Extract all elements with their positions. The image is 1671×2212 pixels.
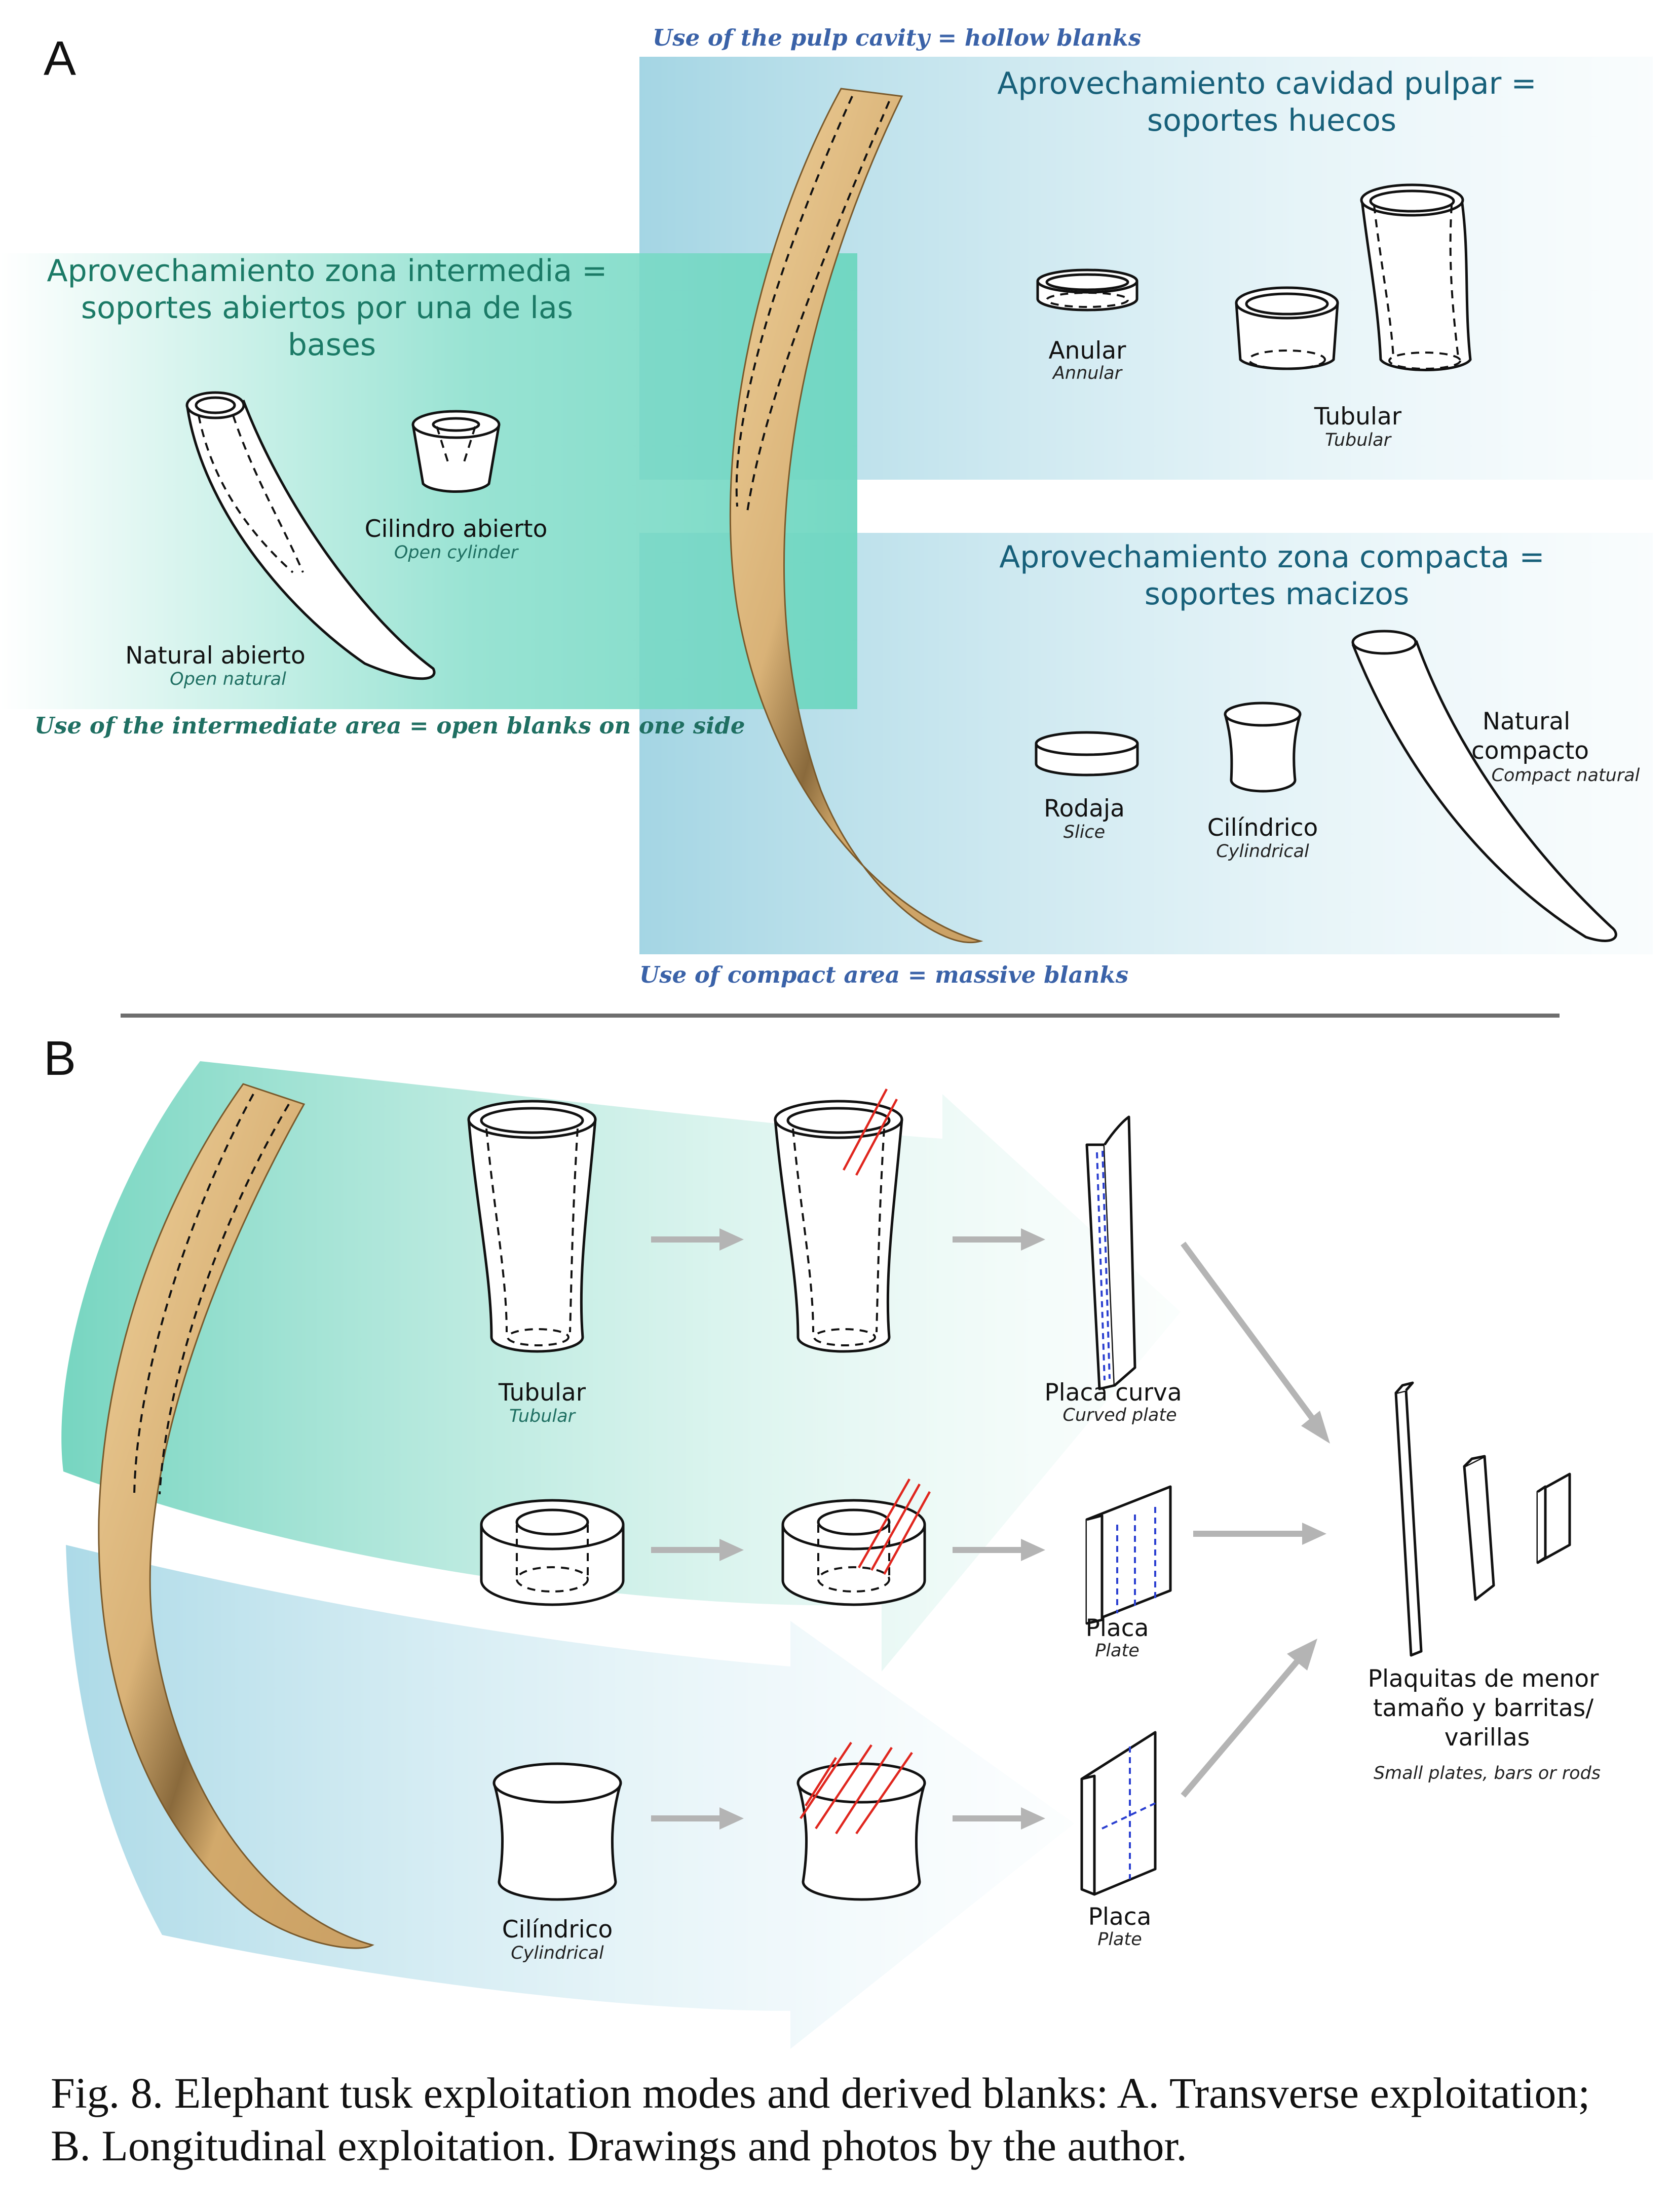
tubular-a-en-label: Tubular	[1325, 430, 1392, 450]
cylindrical-b-en-label: Cylindrical	[511, 1943, 604, 1963]
tubular-b-en-label: Tubular	[509, 1406, 577, 1426]
pulp-cavity-en-label: Use of the pulp cavity = hollow blanks	[653, 24, 1141, 51]
process-arrows-stage2	[953, 1228, 1045, 1830]
plate-1-en-label: Plate	[1095, 1641, 1140, 1661]
process-arrows-stage1	[651, 1228, 744, 1830]
tubular-b-label: Tubular	[498, 1379, 586, 1407]
plate-1-label: Placa	[1086, 1614, 1149, 1642]
intermediate-zone-title: Aprovechamiento zona intermedia = soport…	[47, 253, 617, 363]
slice-blank	[1035, 731, 1139, 777]
cylindrical-a-label: Cilíndrico	[1207, 814, 1318, 842]
curved-plate-blank	[1085, 1115, 1136, 1390]
curved-plate-label: Placa curva	[1044, 1379, 1182, 1407]
cylindrical-blank-a	[1224, 702, 1302, 793]
caption-line-2: B. Longitudinal exploitation. Drawings a…	[51, 2121, 1187, 2170]
slice-label: Rodaja	[1044, 795, 1125, 823]
compact-natural-label: Natural compacto	[1471, 708, 1589, 765]
open-natural-en-label: Open natural	[170, 669, 286, 689]
tubular-short-blank	[1235, 286, 1339, 370]
curved-plate-en-label: Curved plate	[1062, 1405, 1176, 1425]
thick-ring-blank-b	[480, 1499, 625, 1606]
thick-ring-cut-blank-b	[781, 1478, 931, 1606]
plate-blank-2	[1080, 1731, 1157, 1896]
panel-b-letter: B	[44, 1031, 76, 1085]
pulp-zone-title: Aprovechamiento cavidad pulpar = soporte…	[997, 66, 1546, 138]
cylindrical-blank-b	[492, 1762, 622, 1901]
tubular-tall-blank	[1360, 183, 1472, 371]
caption-line-1: Fig. 8. Elephant tusk exploitation modes…	[51, 2069, 1590, 2117]
cylindrical-a-en-label: Cylindrical	[1216, 841, 1309, 862]
compact-natural-blank	[1351, 630, 1617, 942]
open-natural-blank	[185, 391, 436, 680]
plate-2-label: Placa	[1088, 1903, 1152, 1931]
cylindrical-b-label: Cilíndrico	[502, 1916, 613, 1944]
open-natural-label: Natural abierto	[125, 642, 305, 670]
open-cylinder-en-label: Open cylinder	[394, 542, 519, 563]
panel-a-letter: A	[44, 31, 76, 86]
small-pieces-en-label: Small plates, bars or rods	[1374, 1763, 1601, 1783]
figure-caption: Fig. 8. Elephant tusk exploitation modes…	[51, 2067, 1631, 2172]
tubular-cut-blank-b	[774, 1088, 903, 1353]
annular-blank	[1036, 268, 1138, 312]
small-plates-bars-rods	[1394, 1381, 1571, 1657]
tusk-photo-b	[98, 1083, 374, 1949]
tusk-photo-a	[729, 88, 983, 944]
anular-en-label: Annular	[1052, 363, 1123, 383]
open-cylinder-label: Cilindro abierto	[365, 515, 548, 543]
small-pieces-label: Plaquitas de menor tamaño y barritas/ va…	[1368, 1665, 1607, 1752]
tubular-blank-b	[467, 1100, 597, 1353]
cylindrical-cut-blank-b	[796, 1741, 926, 1901]
plate-blank-1	[1085, 1485, 1172, 1625]
compact-natural-en-label: Compact natural	[1492, 765, 1640, 786]
plate-2-en-label: Plate	[1097, 1929, 1142, 1950]
compact-en-label: Use of compact area = massive blanks	[639, 961, 1128, 988]
intermediate-en-label: Use of the intermediate area = open blan…	[34, 712, 745, 739]
converging-arrows	[1181, 1241, 1330, 1798]
compact-zone-title: Aprovechamiento zona compacta = soportes…	[999, 539, 1554, 612]
anular-label: Anular	[1049, 337, 1127, 365]
tubular-a-label: Tubular	[1314, 403, 1402, 431]
open-cylinder-blank	[411, 410, 501, 493]
slice-en-label: Slice	[1064, 822, 1105, 842]
